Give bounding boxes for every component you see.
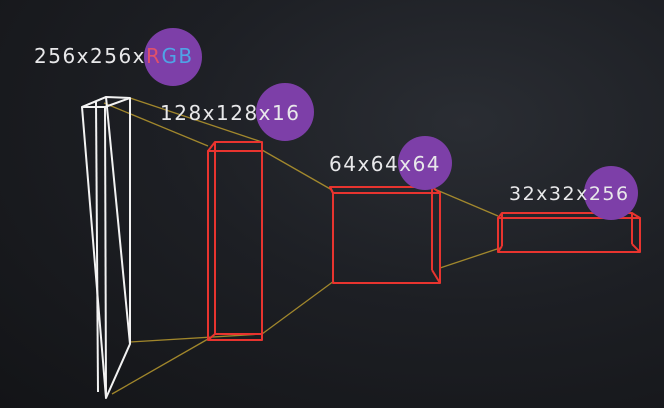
input-dimension-label: 256x256xRGB (34, 44, 194, 68)
connector-line (129, 333, 263, 343)
dimension-badge (398, 136, 452, 190)
feature-volume-box-64 (329, 186, 441, 284)
feature-volume-box-32 (497, 212, 641, 253)
connector-line (261, 280, 335, 335)
connector-line (261, 149, 333, 191)
dimension-badge (144, 28, 202, 86)
input-dimension-prefix: 256x256x (34, 44, 147, 68)
connector-line (129, 97, 263, 143)
connector-line (439, 247, 501, 269)
rgb-gb-letters: GB (161, 44, 194, 68)
rgb-r-letter: R (146, 44, 162, 68)
connectors (103, 97, 501, 395)
dimension-badge (584, 166, 638, 220)
input-volume-box (81, 96, 131, 399)
dimension-badge (256, 83, 314, 141)
connector-line (111, 338, 209, 395)
feature-volume-box-128 (207, 141, 263, 341)
connector-line (431, 187, 499, 217)
layer-dimension-label-128: 128x128x16 (160, 101, 301, 125)
layer-dimension-label-32: 32x32x256 (509, 183, 630, 205)
connector-line (103, 102, 209, 147)
layer-dimension-label-64: 64x64x64 (329, 152, 442, 176)
